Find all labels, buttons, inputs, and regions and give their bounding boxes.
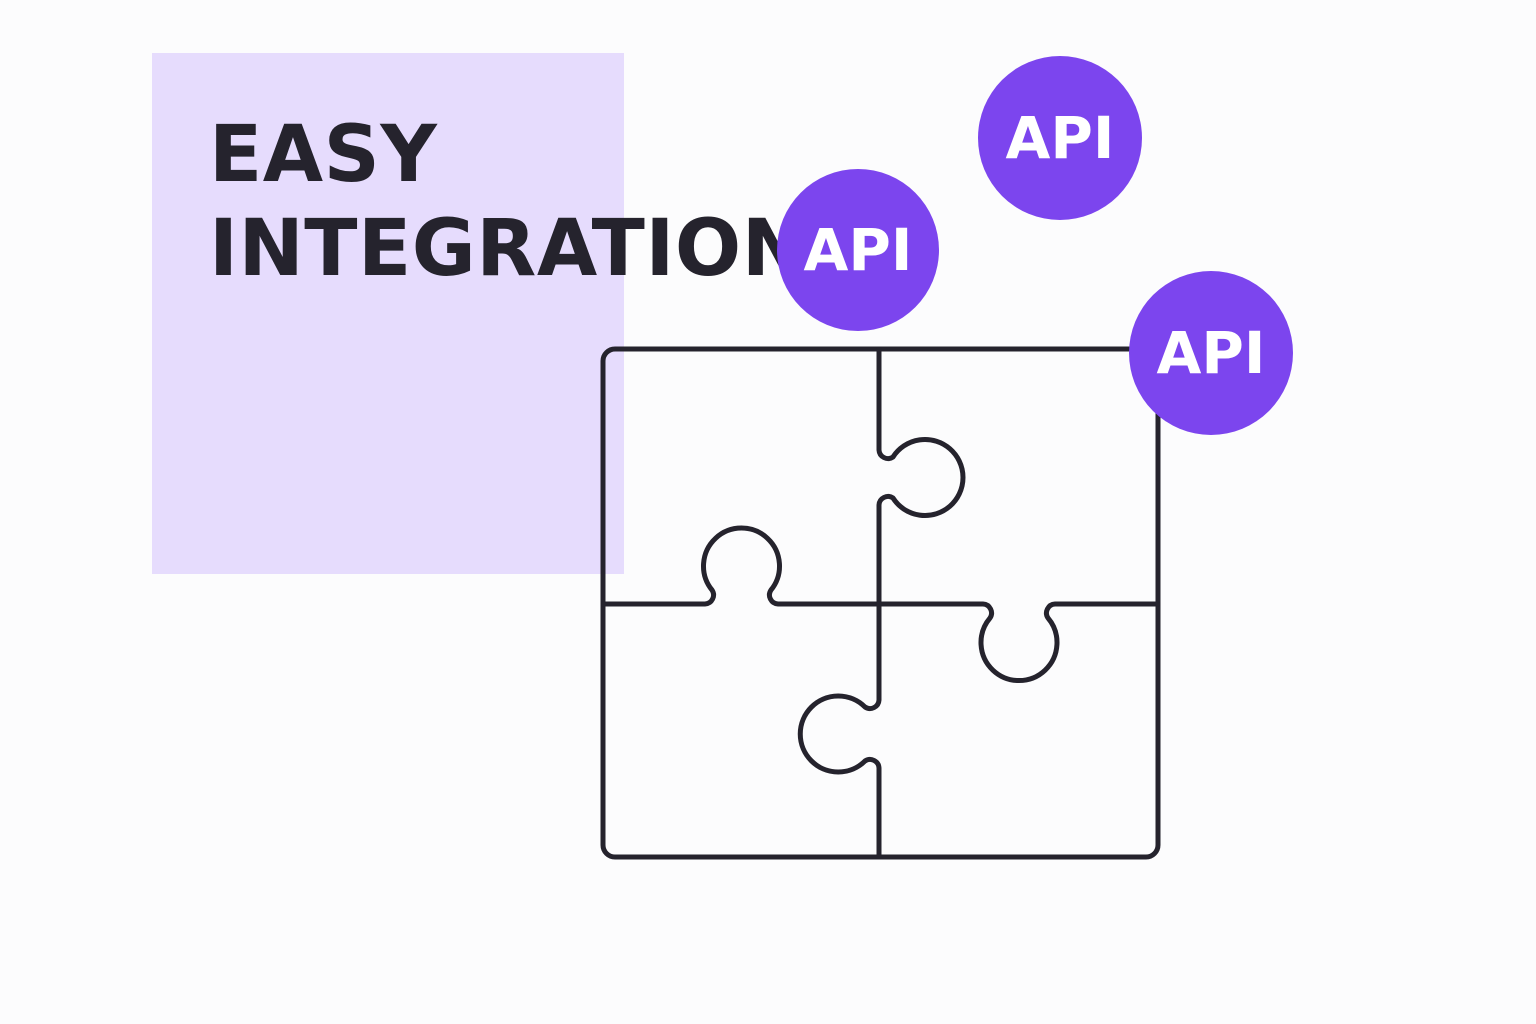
headline: EASY INTEGRATION [209,108,808,296]
api-badge: API [777,169,939,331]
headline-line-integration: INTEGRATION [209,204,808,294]
api-badge-label: API [1156,319,1266,387]
api-badge: API [978,56,1142,220]
api-badge-label: API [803,216,913,284]
api-badge-label: API [1005,104,1115,172]
headline-line-easy: EASY [209,110,438,200]
puzzle-seam-horizontal-left [600,525,882,607]
puzzle-seam-horizontal-right [876,601,1161,684]
api-badge: API [1129,271,1293,435]
background-panel [152,53,624,574]
puzzle-seam-vertical-top [876,346,966,607]
puzzle-seam-vertical-bottom [797,601,882,860]
